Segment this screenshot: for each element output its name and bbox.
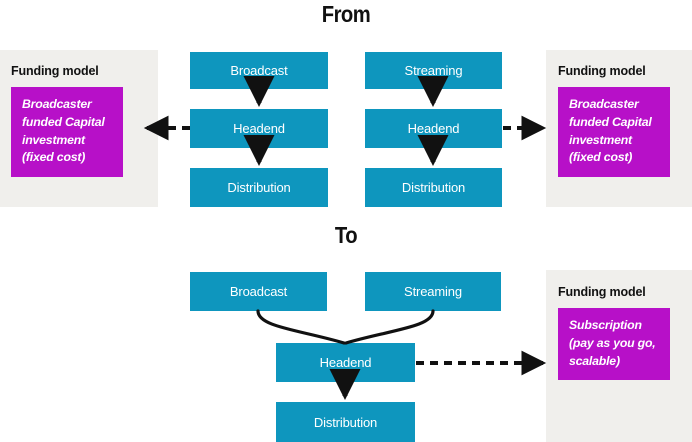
- funding-panel-title: Funding model: [558, 285, 646, 299]
- funding-panel-title: Funding model: [558, 64, 646, 78]
- process-box-headend-from-broadcast[interactable]: Headend: [190, 109, 328, 148]
- process-box-streaming-to[interactable]: Streaming: [365, 272, 501, 311]
- process-box-distribution-to[interactable]: Distribution: [276, 402, 415, 442]
- process-box-broadcast-to[interactable]: Broadcast: [190, 272, 327, 311]
- funding-panel-from-right: Funding model Broadcaster funded Capital…: [546, 50, 692, 207]
- section-title-to: To: [334, 222, 358, 248]
- process-box-streaming-from[interactable]: Streaming: [365, 52, 502, 89]
- process-box-headend-from-streaming[interactable]: Headend: [365, 109, 502, 148]
- process-box-distribution-from-broadcast[interactable]: Distribution: [190, 168, 328, 207]
- process-box-broadcast-from[interactable]: Broadcast: [190, 52, 328, 89]
- brace-sources-to-headend: [256, 309, 435, 345]
- funding-model-chip-subscription: Subscription (pay as you go, scalable): [558, 308, 670, 380]
- process-box-distribution-from-streaming[interactable]: Distribution: [365, 168, 502, 207]
- funding-model-chip-capex: Broadcaster funded Capital investment (f…: [11, 87, 123, 177]
- funding-panel-title: Funding model: [11, 64, 99, 78]
- funding-panel-to: Funding model Subscription (pay as you g…: [546, 270, 692, 442]
- funding-model-chip-capex: Broadcaster funded Capital investment (f…: [558, 87, 670, 177]
- process-box-headend-to-shared[interactable]: Headend: [276, 343, 415, 382]
- funding-panel-from-left: Funding model Broadcaster funded Capital…: [0, 50, 158, 207]
- section-title-from: From: [321, 1, 371, 27]
